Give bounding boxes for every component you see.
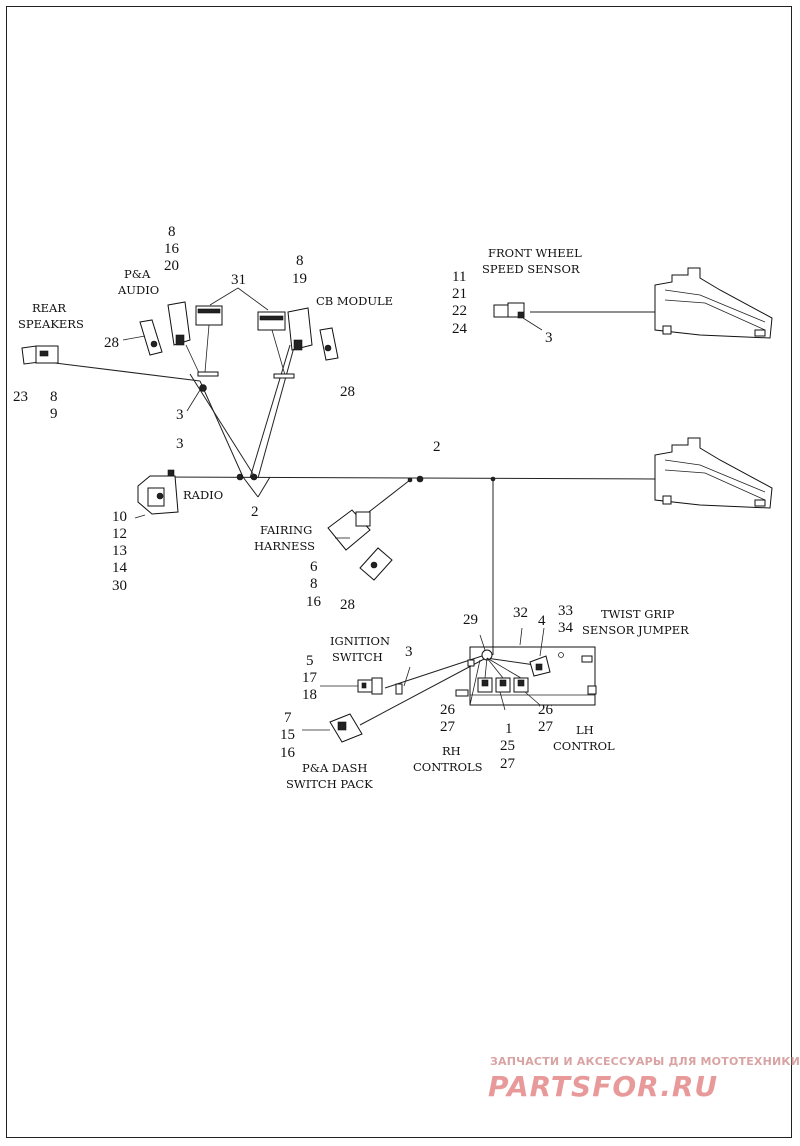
label-radio: RADIO: [183, 488, 223, 502]
callout: 28: [340, 597, 355, 613]
pa-audio-bracket: [139, 319, 163, 356]
callout: 31: [231, 272, 246, 288]
connector-31-left: [195, 305, 223, 377]
callout: 3: [176, 436, 184, 452]
pa-audio-connector: [167, 301, 201, 376]
callout: 12: [112, 526, 127, 542]
callout: 33: [558, 603, 573, 619]
fairing-cap-upper: [654, 267, 773, 339]
callout: 16: [164, 241, 180, 257]
label-rear-speakers-2: SPEAKERS: [18, 317, 84, 331]
cb-module-connector: [287, 307, 313, 351]
callout: 11: [452, 269, 466, 285]
callout: 2: [433, 439, 441, 455]
control-plate: [455, 646, 597, 706]
label-front-wheel-1: FRONT WHEEL: [488, 246, 582, 260]
label-lh-control-1: LH: [576, 723, 594, 737]
callout: 8: [168, 224, 176, 240]
radio-unit: [134, 469, 179, 519]
callout: 13: [112, 543, 127, 559]
callout: 28: [104, 335, 119, 351]
callout: 24: [452, 321, 468, 337]
callout: 8: [296, 253, 304, 269]
callout: 8: [50, 389, 58, 405]
callout: 3: [545, 330, 553, 346]
callout: 16: [306, 594, 322, 610]
callout: 4: [538, 613, 546, 629]
label-lh-control-2: CONTROL: [553, 739, 615, 753]
callout: 17: [302, 670, 318, 686]
label-twist-grip-2: SENSOR JUMPER: [582, 623, 689, 637]
callout: 22: [452, 303, 467, 319]
front-wheel-sensor-connector: [493, 302, 543, 331]
cb-module-bracket: [319, 327, 339, 361]
label-pa-audio-1: P&A: [124, 267, 151, 281]
callout-31-lines: [209, 287, 269, 311]
callout: 19: [292, 271, 307, 287]
callout: 34: [558, 620, 574, 636]
callout: 10: [112, 509, 127, 525]
callout: 2: [251, 504, 259, 520]
label-rear-speakers-1: REAR: [32, 301, 66, 315]
label-pa-audio-2: AUDIO: [117, 283, 159, 297]
label-ignition-2: SWITCH: [332, 650, 383, 664]
fairing-bracket: [359, 547, 393, 581]
callout: 32: [513, 605, 528, 621]
callout: 26: [440, 702, 456, 718]
callout: 5: [306, 653, 314, 669]
ignition-switch-connector: [357, 677, 383, 695]
splice-markers: [199, 384, 496, 695]
callout: 27: [440, 719, 456, 735]
main-harness: [54, 311, 656, 726]
callout: 3: [405, 644, 413, 660]
label-cb-module: CB MODULE: [316, 294, 393, 308]
callout: 25: [500, 738, 515, 754]
callout: 1: [505, 721, 513, 737]
callout: 3: [176, 407, 184, 423]
label-ignition-1: IGNITION: [330, 634, 390, 648]
callout: 29: [463, 612, 478, 628]
callout: 20: [164, 258, 179, 274]
label-fairing-1: FAIRING: [260, 523, 312, 537]
watermark-logo: PARTSFOR.RU: [488, 1070, 718, 1103]
captions: P&A AUDIO REAR SPEAKERS CB MODULE FRONT …: [18, 246, 689, 791]
label-rh-controls-1: RH: [442, 744, 461, 758]
fairing-cap-lower: [654, 437, 773, 509]
callout: 15: [280, 727, 295, 743]
callout: 30: [112, 578, 127, 594]
callout: 23: [13, 389, 28, 405]
label-fairing-2: HARNESS: [254, 539, 315, 553]
callout: 6: [310, 559, 318, 575]
callout: 27: [538, 719, 554, 735]
label-twist-grip-1: TWIST GRIP: [601, 607, 675, 621]
callout: 21: [452, 286, 467, 302]
callout: 8: [310, 576, 318, 592]
rear-speakers-connector: [21, 345, 59, 365]
diagram-frame: [6, 6, 792, 1138]
callout: 26: [538, 702, 554, 718]
leader-lines: [122, 335, 545, 731]
callout: 18: [302, 687, 317, 703]
callout: 28: [340, 384, 355, 400]
pa-dash-connector: [329, 713, 363, 743]
watermark: ЗАПЧАСТИ И АКСЕССУАРЫ ДЛЯ МОТОТЕХНИКИ PA…: [488, 1055, 800, 1103]
fairing-harness-connector: [327, 509, 371, 551]
callout-numbers: 8 16 20 28 31 8 19 28 23 8 9 3 11 21 22 …: [13, 224, 574, 772]
callout: 14: [112, 560, 128, 576]
watermark-tagline: ЗАПЧАСТИ И АКСЕССУАРЫ ДЛЯ МОТОТЕХНИКИ: [490, 1055, 800, 1068]
callout: 16: [280, 745, 296, 761]
label-pa-dash-2: SWITCH PACK: [286, 777, 373, 791]
label-pa-dash-1: P&A DASH: [302, 761, 367, 775]
callout: 9: [50, 406, 58, 422]
connector-31-right: [257, 311, 295, 379]
callout: 7: [284, 710, 292, 726]
label-rh-controls-2: CONTROLS: [413, 760, 483, 774]
callout: 27: [500, 756, 516, 772]
label-front-wheel-2: SPEED SENSOR: [482, 262, 580, 276]
